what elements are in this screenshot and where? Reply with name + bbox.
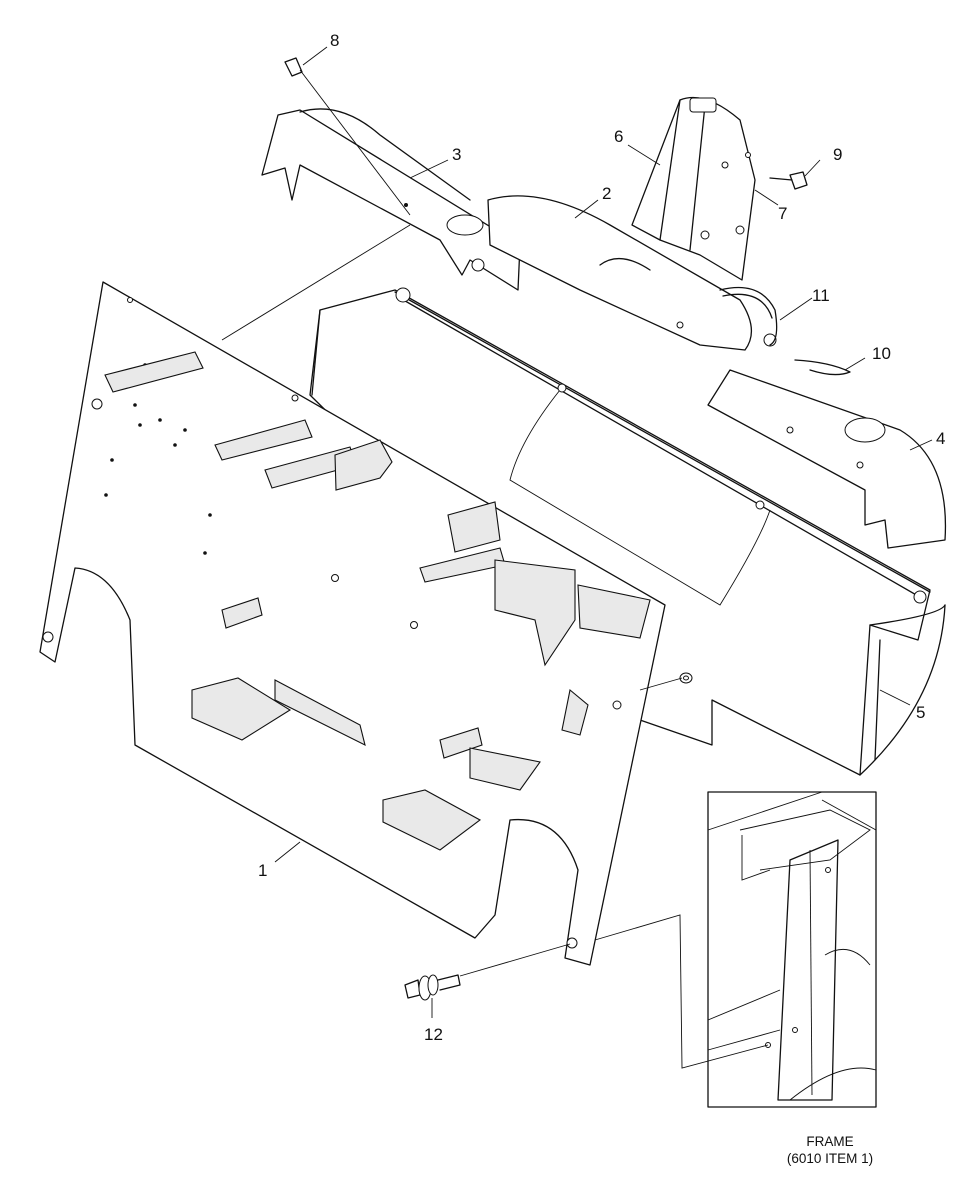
callout-10: 10 xyxy=(872,344,891,363)
callout-4: 4 xyxy=(936,429,946,448)
frame-caption-line2: (6010 ITEM 1) xyxy=(786,1151,874,1166)
callout-1: 1 xyxy=(258,861,268,880)
callout-12: 12 xyxy=(424,1025,443,1044)
callout-9: 9 xyxy=(833,145,843,164)
callout-5: 5 xyxy=(916,703,926,722)
part-4-right-housing xyxy=(707,369,947,549)
callout-8: 8 xyxy=(330,31,340,50)
part-2-center-housing xyxy=(487,195,777,351)
part-1-front-plate xyxy=(39,281,666,966)
part-5-housing xyxy=(309,287,946,776)
frame-caption-line1: FRAME xyxy=(806,1134,854,1149)
callout-7: 7 xyxy=(778,204,788,223)
callout-2: 2 xyxy=(602,184,612,203)
callout-3: 3 xyxy=(452,145,462,164)
callout-11: 11 xyxy=(812,286,830,305)
leader-lines xyxy=(221,46,933,1069)
frame-inset xyxy=(707,791,877,1108)
part-3-top-housing xyxy=(261,108,521,291)
part-6-7-chute xyxy=(631,96,756,281)
part-10-11-cables xyxy=(719,286,851,376)
frame-caption: FRAME (6010 ITEM 1) xyxy=(760,1133,900,1167)
callout-6: 6 xyxy=(614,127,624,146)
